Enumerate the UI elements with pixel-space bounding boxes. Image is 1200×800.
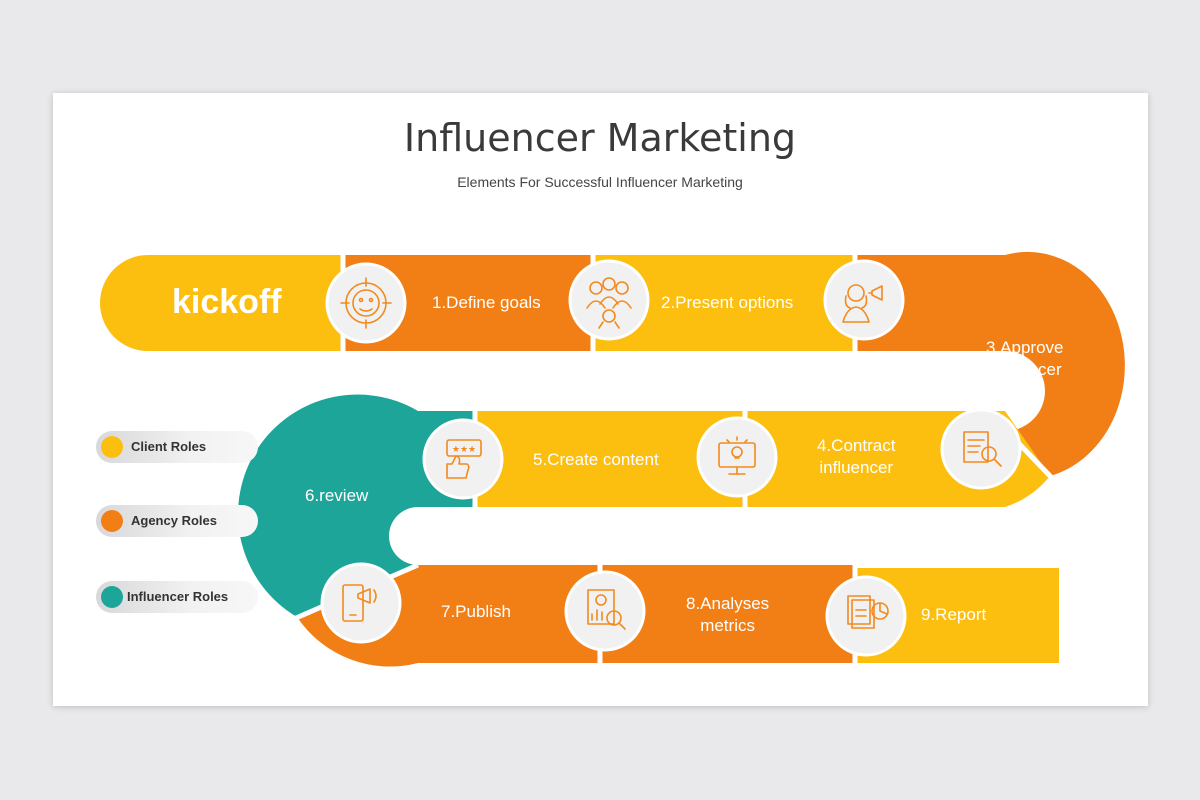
legend-agency-dot xyxy=(101,510,123,532)
icon-circle-7 xyxy=(320,562,402,644)
document-search-icon xyxy=(963,431,1002,467)
step-4-label: 4.Contract influencer xyxy=(817,435,895,479)
people-group-icon xyxy=(586,277,632,329)
kickoff-label: kickoff xyxy=(172,283,282,321)
icon-circle-2 xyxy=(568,259,650,341)
step-4-label-line2: influencer xyxy=(819,458,894,477)
legend-influencer-dot xyxy=(101,586,123,608)
woman-megaphone-icon xyxy=(842,284,883,323)
icon-circle-1 xyxy=(325,262,407,344)
step-5-label: 5.Create content xyxy=(533,450,659,469)
step-8-label-line2: metrics xyxy=(700,616,755,635)
segment-review xyxy=(238,394,475,617)
target-face-icon xyxy=(340,277,392,329)
legend-client-dot xyxy=(101,436,123,458)
monitor-bulb-icon xyxy=(718,436,756,475)
step-8-label: 8.Analyses metrics xyxy=(686,593,769,637)
analytics-report-icon xyxy=(587,589,626,630)
step-4-label-line1: 4.Contract xyxy=(817,436,896,455)
step-6-label: 6.review xyxy=(305,486,369,505)
phone-megaphone-icon xyxy=(342,584,377,622)
segment-kickoff xyxy=(100,255,343,351)
icon-circle-6 xyxy=(422,418,504,500)
legend-agency-label: Agency Roles xyxy=(131,513,217,528)
svg-text:★★★: ★★★ xyxy=(452,444,476,454)
step-3-label-line2: influencer xyxy=(987,360,1062,379)
icon-circle-4 xyxy=(940,408,1022,490)
page-title: Influencer Marketing xyxy=(403,116,797,160)
segment-approve-influencer xyxy=(855,251,1125,476)
icon-circle-3 xyxy=(823,259,905,341)
legend-influencer-roles: Influencer Roles xyxy=(96,581,258,613)
step-3-label: 3.Approve influencer xyxy=(986,337,1064,381)
legend-agency-roles: Agency Roles xyxy=(96,505,258,537)
step-1-label: 1.Define goals xyxy=(432,293,541,312)
thumbs-up-stars-icon: ★★★ xyxy=(446,439,482,479)
legend-influencer-label: Influencer Roles xyxy=(127,589,229,604)
legend-client-label: Client Roles xyxy=(131,439,207,454)
icon-circle-8 xyxy=(564,570,646,652)
pie-chart-docs-icon xyxy=(847,595,889,629)
step-7-label: 7.Publish xyxy=(441,602,511,621)
page-subtitle: Elements For Successful Influencer Marke… xyxy=(457,174,743,190)
step-8-label-line1: 8.Analyses xyxy=(686,594,770,613)
step-3-label-line1: 3.Approve xyxy=(986,338,1064,357)
step-2-label: 2.Present options xyxy=(661,293,794,312)
step-9-label: 9.Report xyxy=(921,605,987,624)
legend-client-roles: Client Roles xyxy=(96,431,258,463)
